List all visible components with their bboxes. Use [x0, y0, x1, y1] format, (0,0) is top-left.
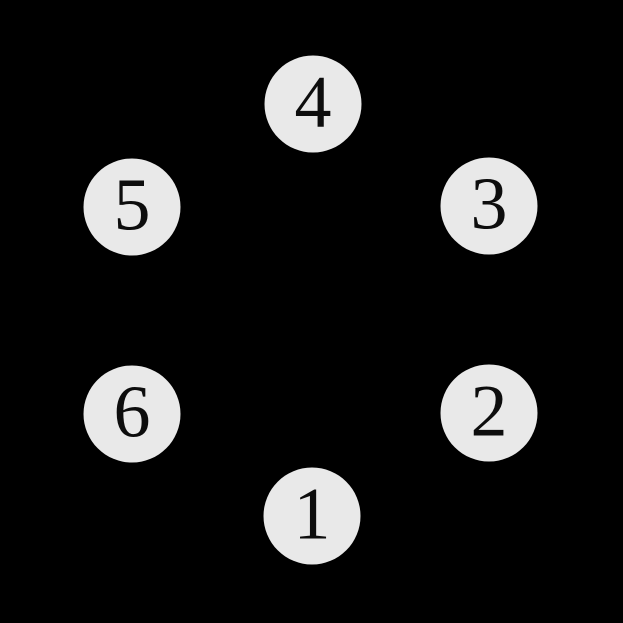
node-label-2: 2: [470, 370, 508, 452]
graph-node-3: 3: [440, 157, 538, 255]
graph-node-6: 6: [83, 365, 181, 463]
graph-node-1: 1: [263, 467, 361, 565]
node-label-4: 4: [294, 61, 332, 143]
graph-node-4: 4: [264, 55, 362, 153]
node-label-5: 5: [113, 164, 151, 246]
node-label-3: 3: [470, 163, 508, 245]
node-label-1: 1: [293, 473, 331, 555]
node-label-6: 6: [113, 371, 151, 453]
graph-node-5: 5: [83, 158, 181, 256]
graph-node-2: 2: [440, 364, 538, 462]
